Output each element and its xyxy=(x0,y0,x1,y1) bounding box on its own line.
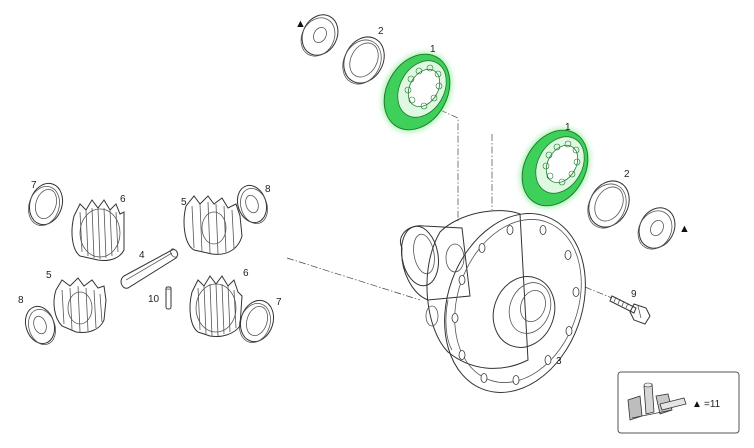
callout-gear-side-left: 5 xyxy=(46,270,52,281)
flange-bolt xyxy=(609,295,651,325)
callout-pin-long: 4 xyxy=(139,250,145,261)
bearing-right-highlighted xyxy=(520,128,590,208)
tool-kit-icon xyxy=(627,382,687,421)
centre-lines xyxy=(286,109,613,301)
pinion-gear-6-right xyxy=(189,275,243,337)
thrust-washer-7-left xyxy=(28,182,64,226)
callout-bolt: 9 xyxy=(631,289,637,300)
shim-ring-right xyxy=(587,180,630,229)
differential-housing xyxy=(400,210,586,393)
callout-washer-7-left: 7 xyxy=(31,180,37,191)
pinion-gear-6-left xyxy=(71,199,125,261)
callout-washer-right: ▲ xyxy=(679,223,690,235)
shim-ring-top xyxy=(342,36,385,85)
callout-washer-8-right: 8 xyxy=(265,184,271,195)
callout-gear-pinion-left: 6 xyxy=(120,194,126,205)
thrust-washer-top xyxy=(300,14,339,57)
triangle-marker-icon: ▲ xyxy=(692,399,702,410)
thrust-washer-right xyxy=(637,207,676,250)
thrust-washer-8-left xyxy=(24,305,56,345)
callout-gear-pinion-right: 6 xyxy=(243,268,249,279)
callout-shim-right: 2 xyxy=(624,169,630,180)
callout-gear-side-right: 5 xyxy=(181,197,187,208)
callout-washer-7-right: 7 xyxy=(276,297,282,308)
legend-box: ▲ =11 xyxy=(617,371,740,434)
callout-washer-top: ▲ xyxy=(295,18,306,30)
side-gear-5-left xyxy=(53,277,107,333)
lock-pin-short xyxy=(165,286,172,310)
thrust-washer-8-right xyxy=(236,184,268,224)
triangle-marker-icon: ▲ xyxy=(295,18,306,30)
callout-bearing-right: 1 xyxy=(565,122,571,133)
cross-pin-long xyxy=(120,248,179,289)
callout-washer-8-left: 8 xyxy=(18,295,24,306)
callout-bearing-top: 1 xyxy=(430,44,436,55)
callout-pin-short: 10 xyxy=(148,294,160,305)
callout-shim-top: 2 xyxy=(378,26,384,37)
bearing-top-highlighted xyxy=(382,52,452,132)
callout-housing: 3 xyxy=(556,356,562,367)
legend-count: =11 xyxy=(704,399,721,410)
side-gear-5-right xyxy=(183,195,243,255)
